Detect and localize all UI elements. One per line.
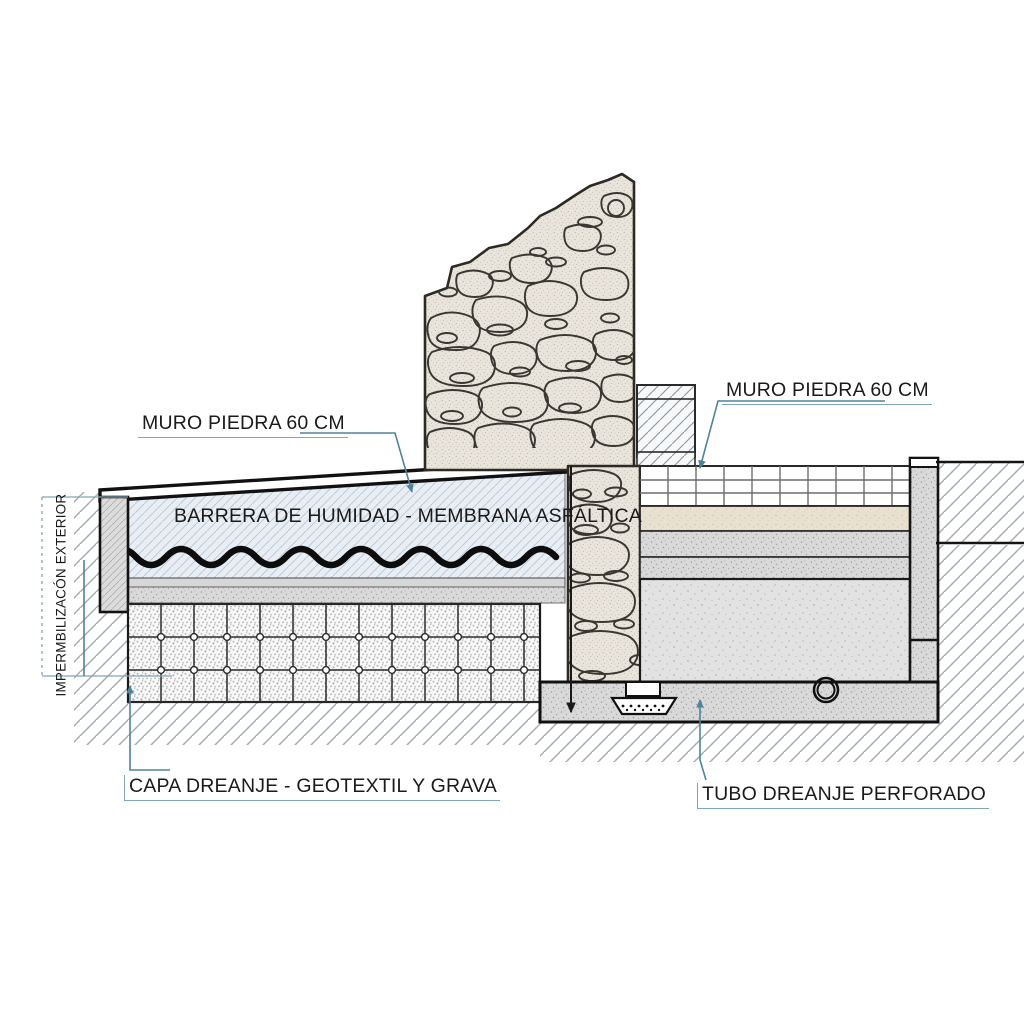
- label-tubo-drenaje: TUBO DREANJE PERFORADO: [697, 783, 989, 809]
- soil-right: [540, 462, 1024, 762]
- interior-floor-buildup: [638, 465, 912, 684]
- label-capa-drenaje-text: CAPA DREANJE - GEOTEXTIL Y GRAVA: [124, 775, 500, 801]
- circular-drain-pipe: [812, 676, 840, 704]
- hatched-block-at-wall-base: [636, 384, 696, 467]
- leader-muro-derecha: [698, 400, 885, 469]
- leader-capa-drenaje: [126, 685, 170, 771]
- label-impermeabilizacion-exterior-text: IMPERMBILIZACÓN EXTERIOR: [53, 493, 69, 697]
- label-muro-piedra-izquierda-text: MURO PIEDRA 60 CM: [138, 412, 348, 438]
- label-barrera-humedad: BARRERA DE HUMIDAD - MEMBRANA ASFÁLTICA: [170, 505, 645, 530]
- label-impermeabilizacion-exterior: IMPERMBILIZACÓN EXTERIOR: [53, 493, 71, 700]
- label-muro-piedra-izquierda: MURO PIEDRA 60 CM: [138, 412, 348, 438]
- waterproofing-backfill-zone: [98, 459, 568, 604]
- leader-lines: [83, 400, 885, 781]
- leader-tubo-drenaje: [696, 699, 707, 781]
- drainage-layer-geotextile-gravel: [126, 602, 542, 704]
- exterior-waterproofing-block: [98, 495, 130, 614]
- label-tubo-drenaje-text: TUBO DREANJE PERFORADO: [697, 783, 989, 809]
- strip-footing: [538, 676, 940, 724]
- label-muro-piedra-derecha-text: MURO PIEDRA 60 CM: [722, 379, 932, 405]
- label-capa-drenaje: CAPA DREANJE - GEOTEXTIL Y GRAVA: [124, 775, 500, 801]
- label-barrera-humedad-text: BARRERA DE HUMIDAD - MEMBRANA ASFÁLTICA: [174, 505, 642, 527]
- label-muro-piedra-derecha: MURO PIEDRA 60 CM: [722, 379, 932, 405]
- dimension-guides-left: [41, 496, 172, 677]
- stone-wall-main: [423, 172, 636, 472]
- perforated-drain-pipe: [610, 681, 678, 716]
- leader-muro-izquierda: [300, 432, 414, 493]
